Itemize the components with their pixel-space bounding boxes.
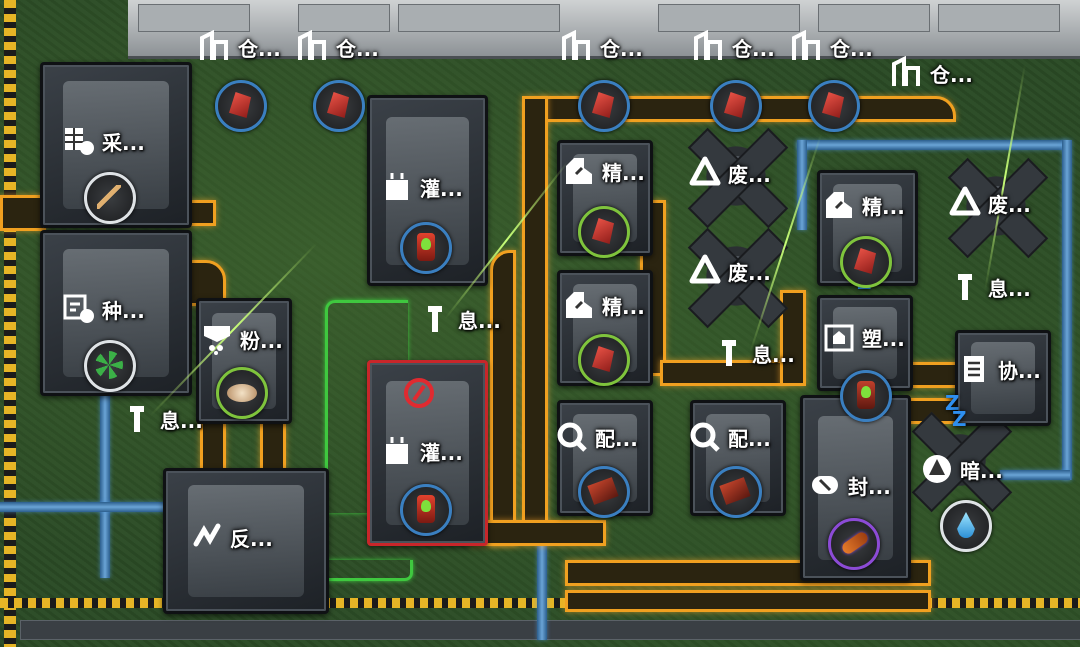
assembler-1-label[interactable]: 配...	[555, 420, 638, 454]
conveyor-belt	[470, 520, 606, 546]
depot-3-label[interactable]: 仓...	[560, 29, 643, 64]
conveyor-belt	[660, 360, 786, 386]
filler-icon	[380, 170, 414, 204]
recycle-icon	[948, 186, 982, 220]
recycler-pad	[690, 130, 782, 222]
depot-icon	[692, 29, 726, 64]
bottom-rail	[20, 620, 1080, 640]
recycler-pad	[950, 160, 1042, 252]
recycle-icon	[688, 156, 722, 190]
refiner-icon	[562, 288, 596, 322]
assembler-icon	[688, 420, 722, 454]
sealer-icon	[808, 468, 842, 502]
relay-tower-icon	[948, 270, 982, 304]
filler-bottom-label[interactable]: 灌...	[380, 434, 463, 468]
grinder-output-slot[interactable]	[216, 367, 268, 419]
refiner-1-label[interactable]: 精...	[562, 154, 645, 188]
filler-top-machine[interactable]	[367, 95, 488, 286]
relay-tower-icon	[120, 402, 154, 436]
depot-2-label[interactable]: 仓...	[296, 29, 379, 64]
reactor-icon	[190, 520, 224, 554]
relay-tower-icon	[712, 336, 746, 370]
depot-6-label[interactable]: 仓...	[890, 55, 973, 90]
hazard-border-left	[4, 0, 16, 647]
filler-icon	[380, 434, 414, 468]
filler-bottom-output-slot[interactable]	[400, 484, 452, 536]
refiner-2-output-slot[interactable]	[578, 334, 630, 386]
grinder-label[interactable]: 粉...	[200, 322, 283, 356]
sealer-output-slot[interactable]	[828, 518, 880, 570]
pipe	[797, 140, 1067, 150]
dark-unit-label[interactable]: 暗...	[920, 452, 1003, 486]
depot-icon	[890, 55, 924, 90]
conveyor-belt	[522, 96, 548, 532]
depot-5-label[interactable]: 仓...	[790, 29, 873, 64]
filler-top-output-slot[interactable]	[400, 222, 452, 274]
depot-rail	[128, 0, 1080, 59]
assembler-2-output-slot[interactable]	[710, 466, 762, 518]
refiner-icon	[562, 154, 596, 188]
conveyor-belt	[565, 590, 931, 612]
planter-icon	[62, 292, 96, 326]
planter-output-slot[interactable]	[84, 340, 136, 392]
conveyor-belt	[490, 250, 516, 546]
reactor-label[interactable]: 反...	[190, 520, 273, 554]
depot-slot-crystal[interactable]	[215, 80, 267, 132]
recycler-pad	[690, 230, 782, 322]
depot-icon	[790, 29, 824, 64]
depot-icon	[296, 29, 330, 64]
idle-indicator: Z Z	[945, 391, 967, 431]
refiner-3-label[interactable]: 精...	[822, 188, 905, 222]
pipe	[0, 502, 170, 512]
depot-slot-crystal[interactable]	[808, 80, 860, 132]
depot-slot-crystal[interactable]	[578, 80, 630, 132]
pipe	[1000, 470, 1070, 480]
assembler-2-label[interactable]: 配...	[688, 420, 771, 454]
assembler-icon	[555, 420, 589, 454]
blocked-warning-icon	[402, 376, 436, 410]
refiner-1-output-slot[interactable]	[578, 206, 630, 258]
assembler-1-output-slot[interactable]	[578, 466, 630, 518]
green-pipe	[325, 560, 413, 581]
harvester-icon	[62, 124, 96, 158]
pipe	[797, 140, 807, 230]
harvester-output-slot[interactable]	[84, 172, 136, 224]
relay-mid-label[interactable]: 息...	[418, 302, 501, 336]
recycler-3-label[interactable]: 废...	[948, 186, 1031, 220]
depot-icon	[198, 29, 232, 64]
pipe	[100, 388, 110, 578]
green-pipe	[325, 300, 408, 513]
relay-left-label[interactable]: 息...	[120, 402, 203, 436]
depot-slot-crystal[interactable]	[313, 80, 365, 132]
molder-icon	[822, 320, 856, 354]
sealer-label[interactable]: 封...	[808, 468, 891, 502]
depot-1-label[interactable]: 仓...	[198, 29, 281, 64]
depot-slot-crystal[interactable]	[710, 80, 762, 132]
planter-label[interactable]: 种...	[62, 292, 145, 326]
refiner-3-output-slot[interactable]	[840, 236, 892, 288]
depot-4-label[interactable]: 仓...	[692, 29, 775, 64]
relay-tower-icon	[418, 302, 452, 336]
coordinator-icon	[958, 352, 992, 386]
dark-unit-icon	[920, 452, 954, 486]
grinder-icon	[200, 322, 234, 356]
harvester-label[interactable]: 采...	[62, 124, 145, 158]
filler-top-label[interactable]: 灌...	[380, 170, 463, 204]
relay-center-label[interactable]: 息...	[712, 336, 795, 370]
reactor-machine[interactable]	[163, 468, 329, 614]
conveyor-belt	[905, 362, 961, 388]
pipe	[1062, 140, 1072, 480]
molder-label[interactable]: 塑...	[822, 320, 905, 354]
recycler-2-label[interactable]: 废...	[688, 254, 771, 288]
molder-output-slot[interactable]	[840, 370, 892, 422]
depot-icon	[560, 29, 594, 64]
recycle-icon	[688, 254, 722, 288]
refiner-icon	[822, 188, 856, 222]
recycler-1-label[interactable]: 废...	[688, 156, 771, 190]
dark-unit-output-slot[interactable]	[940, 500, 992, 552]
relay-right-label[interactable]: 息...	[948, 270, 1031, 304]
refiner-2-label[interactable]: 精...	[562, 288, 645, 322]
coordinator-label[interactable]: 协...	[958, 352, 1041, 386]
